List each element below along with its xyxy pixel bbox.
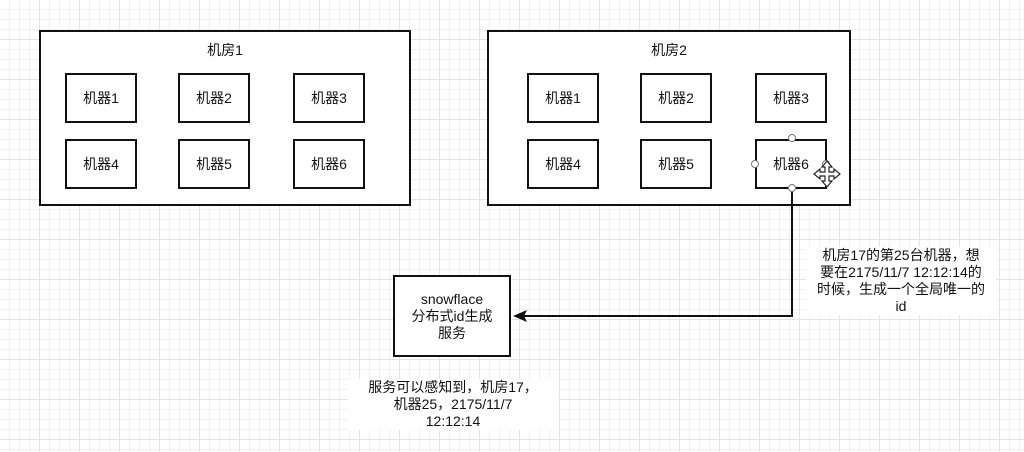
connector-line (524, 188, 793, 317)
room-2-machine-2[interactable]: 机器2 (640, 73, 712, 123)
room-1-machine-4[interactable]: 机器4 (65, 139, 137, 189)
room-1-machine-3[interactable]: 机器3 (293, 73, 365, 123)
room-1-machine-6[interactable]: 机器6 (293, 139, 365, 189)
room-1-machine-1[interactable]: 机器1 (65, 73, 137, 123)
snowflake-service-box[interactable]: snowflace 分布式id生成 服务 (393, 275, 511, 357)
resize-handle-left[interactable] (751, 160, 759, 168)
arrowhead-icon (513, 310, 527, 322)
room-2-machine-4[interactable]: 机器4 (527, 139, 599, 189)
room-2-machine-5[interactable]: 机器5 (640, 139, 712, 189)
room-1-machine-2[interactable]: 机器2 (178, 73, 250, 123)
resize-handle-top[interactable] (788, 134, 796, 142)
room-1-machine-5[interactable]: 机器5 (178, 139, 250, 189)
room-2[interactable]: 机房2 机器1 机器2 机器3 机器4 机器5 机器6 (487, 30, 851, 206)
request-note: 机房17的第25台机器，想 要在2175/11/7 12:12:14的 时候，生… (806, 247, 996, 315)
room-2-machine-1[interactable]: 机器1 (527, 73, 599, 123)
room-2-machine-6[interactable]: 机器6 (755, 139, 827, 189)
room-1-title: 机房1 (207, 42, 243, 58)
room-2-title: 机房2 (651, 42, 687, 58)
room-2-machine-3[interactable]: 机器3 (755, 73, 827, 123)
resize-handle-bottom[interactable] (788, 184, 796, 192)
room-1[interactable]: 机房1 机器1 机器2 机器3 机器4 机器5 机器6 (39, 30, 411, 206)
move-cursor-icon (813, 160, 841, 188)
service-note: 服务可以感知到，机房17， 机器25，2175/11/7 12:12:14 (348, 379, 558, 430)
